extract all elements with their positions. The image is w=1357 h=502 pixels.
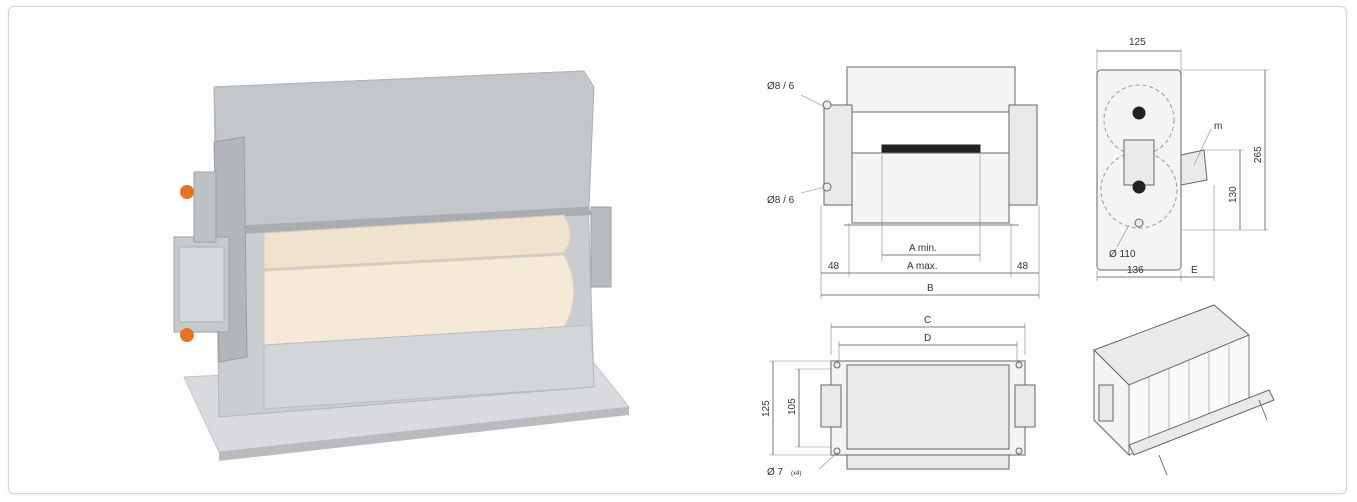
technical-drawings: Ø8 / 6 Ø8 / 6 A min. 48 A max. 48 B: [761, 37, 1275, 478]
front-lower-plate: [263, 324, 595, 410]
dim-b-label: B: [927, 283, 934, 294]
top-view: C D 125 105: [761, 315, 1036, 478]
side-e-label: E: [1191, 265, 1198, 276]
right-bracket: [590, 206, 612, 288]
isometric-view: [1093, 304, 1275, 476]
dim-48-right-label: 48: [1017, 261, 1029, 272]
product-photo: [173, 70, 630, 461]
top-cover: [213, 70, 595, 228]
a-max-label: A max.: [907, 261, 938, 272]
dim-48-left-label: 48: [828, 261, 840, 272]
top-125-label: 125: [761, 400, 772, 417]
top-d7-note: (x4): [791, 471, 801, 477]
figure-frame: Ø8 / 6 Ø8 / 6 A min. 48 A max. 48 B: [8, 6, 1347, 494]
air-fitting-top-icon: [180, 185, 194, 199]
side-130-label: 130: [1228, 186, 1239, 203]
side-125-label: 125: [1129, 37, 1146, 48]
side-136-label: 136: [1127, 265, 1144, 276]
a-min-label: A min.: [909, 243, 937, 254]
top-c-label: C: [924, 315, 931, 326]
tube-size-bottom-label: Ø8 / 6: [767, 195, 795, 206]
tube-size-top-label: Ø8 / 6: [767, 81, 795, 92]
top-d-label: D: [924, 333, 931, 344]
side-view: 125 m 265 130 Ø 110: [1096, 37, 1269, 281]
top-d7-label: Ø 7: [767, 467, 784, 478]
top-105-label: 105: [787, 398, 798, 415]
roller-upper: [263, 214, 571, 270]
side-d110-label: Ø 110: [1109, 249, 1136, 260]
side-m-label: m: [1214, 121, 1222, 132]
air-fitting-bottom-icon: [180, 328, 194, 342]
side-265-label: 265: [1253, 146, 1264, 163]
front-view: Ø8 / 6 Ø8 / 6 A min. 48 A max. 48 B: [767, 66, 1040, 299]
